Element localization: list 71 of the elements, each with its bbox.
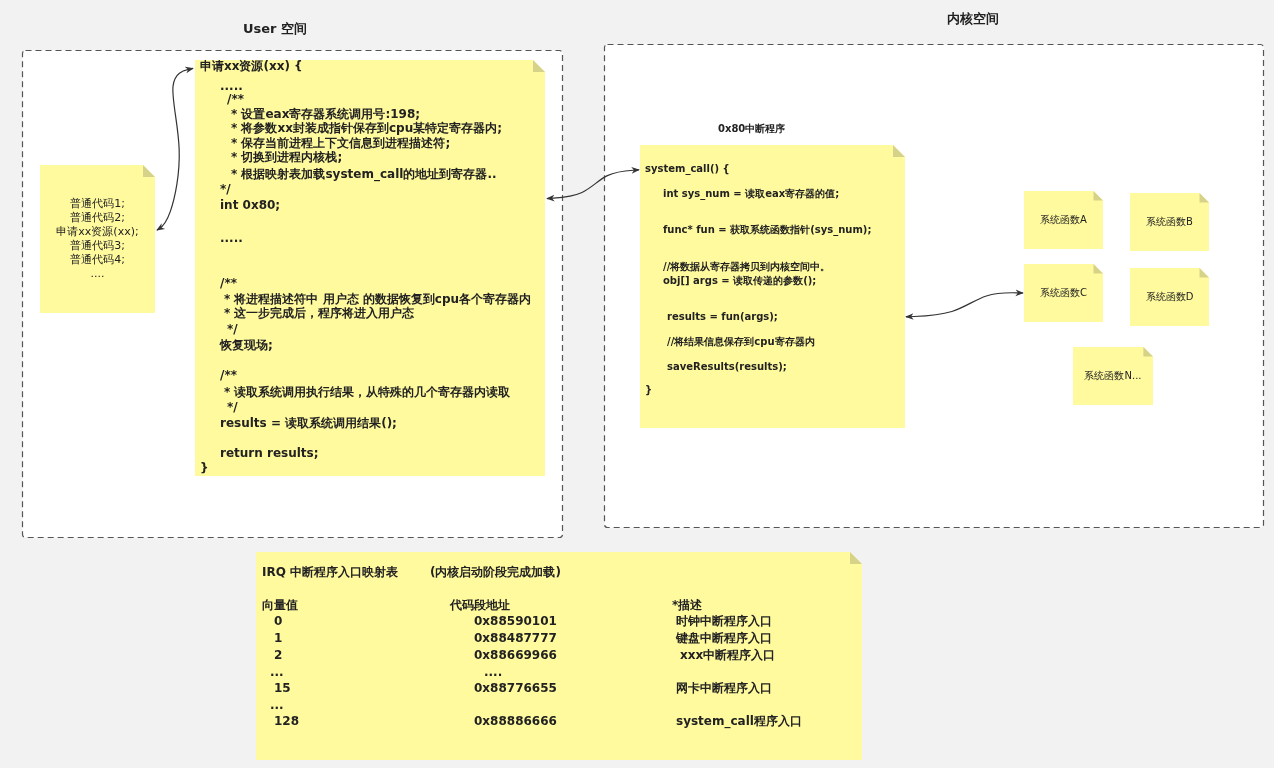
code-line: * 设置eax寄存器系统调用号:198; bbox=[231, 108, 421, 121]
code-line: //将结果信息保存到cpu寄存器内 bbox=[667, 336, 815, 347]
curved-arrow bbox=[156, 66, 194, 231]
code-line: 普通代码4; bbox=[69, 254, 126, 267]
code-line: * 将进程描述符中 用户态 的数据恢复到cpu各个寄存器内 bbox=[224, 293, 532, 306]
table-title: IRQ 中断程序入口映射表 bbox=[262, 566, 399, 580]
note-heading: 0x80中断程序 bbox=[718, 123, 786, 134]
note-text: 系统函数B bbox=[1145, 216, 1194, 227]
code-line: system_call() { bbox=[645, 163, 730, 174]
code-line: return results; bbox=[220, 447, 319, 461]
code-line: saveResults(results); bbox=[667, 361, 787, 372]
code-line: 普通代码2; bbox=[69, 212, 126, 225]
table-cell: 2 bbox=[274, 649, 283, 663]
code-line: 普通代码3; bbox=[69, 240, 126, 253]
table-cell: 网卡中断程序入口 bbox=[676, 682, 772, 696]
code-line: int 0x80; bbox=[220, 199, 281, 213]
table-cell: xxx中断程序入口 bbox=[680, 649, 776, 663]
table-cell: system_call程序入口 bbox=[676, 715, 802, 729]
table-cell: 0x88776655 bbox=[474, 682, 557, 696]
code-line: .... bbox=[89, 268, 106, 281]
table-cell: 0x88886666 bbox=[474, 715, 557, 729]
note-text: 系统函数D bbox=[1144, 291, 1195, 302]
curved-arrow bbox=[546, 167, 640, 202]
code-line: 申请xx资源(xx); bbox=[55, 226, 140, 239]
code-line: } bbox=[645, 384, 653, 395]
table-cell: 0 bbox=[274, 615, 283, 629]
table-cell: .... bbox=[484, 666, 503, 680]
code-line: //将数据从寄存器拷贝到内核空间中。 bbox=[663, 261, 831, 272]
note-text: 系统函数A bbox=[1039, 214, 1088, 225]
region-heading: User 空间 bbox=[243, 22, 308, 37]
code-line: int sys_num = 读取eax寄存器的值; bbox=[663, 188, 840, 199]
table-cell: 0x88590101 bbox=[474, 615, 557, 629]
code-line: */ bbox=[227, 401, 238, 415]
code-line: * 根据映射表加载system_call的地址到寄存器.. bbox=[231, 168, 497, 182]
note-text: 系统函数C bbox=[1039, 287, 1088, 298]
code-line: 普通代码1; bbox=[69, 198, 126, 211]
table-cell: 时钟中断程序入口 bbox=[676, 615, 772, 629]
code-line: /** bbox=[220, 277, 237, 291]
code-line: results = 读取系统调用结果(); bbox=[220, 417, 397, 431]
table-cell: 向量值 bbox=[262, 599, 298, 613]
code-line: results = fun(args); bbox=[667, 311, 778, 322]
table-cell: 1 bbox=[274, 632, 283, 646]
code-line: * 将参数xx封装成指针保存到cpu某特定寄存器内; bbox=[231, 122, 502, 136]
code-line: obj[] args = 读取传递的参数(); bbox=[663, 275, 817, 286]
table-cell: ... bbox=[270, 666, 284, 680]
code-line: } bbox=[200, 462, 209, 476]
code-line: 恢复现场; bbox=[220, 339, 273, 353]
code-line: /** bbox=[220, 369, 237, 383]
code-line: ..... bbox=[220, 232, 243, 246]
code-line: /** bbox=[227, 93, 244, 107]
code-line: */ bbox=[227, 323, 238, 337]
region-heading: 内核空间 bbox=[947, 12, 999, 27]
table-cell: 128 bbox=[274, 715, 300, 729]
code-line: */ bbox=[220, 183, 231, 197]
table-cell: 15 bbox=[274, 682, 291, 696]
code-line: func* fun = 获取系统函数指针(sys_num); bbox=[663, 224, 872, 235]
code-line: 申请xx资源(xx) { bbox=[200, 60, 303, 74]
code-line: ..... bbox=[220, 80, 243, 94]
table-cell: 代码段地址 bbox=[450, 599, 510, 613]
table-cell: ... bbox=[270, 699, 284, 713]
curved-arrow bbox=[905, 289, 1024, 320]
table-cell: 0x88487777 bbox=[474, 632, 557, 646]
code-line: * 保存当前进程上下文信息到进程描述符; bbox=[231, 137, 451, 151]
table-title: (内核启动阶段完成加载) bbox=[430, 566, 561, 580]
table-cell: 0x88669966 bbox=[474, 649, 557, 663]
code-line: * 读取系统调用执行结果，从特殊的几个寄存器内读取 bbox=[224, 386, 511, 400]
code-line: * 这一步完成后，程序将进入用户态 bbox=[224, 307, 415, 321]
note-text: 系统函数N... bbox=[1083, 370, 1143, 381]
table-cell: 键盘中断程序入口 bbox=[676, 632, 772, 646]
table-cell: *描述 bbox=[672, 599, 703, 613]
code-line: * 切换到进程内核栈; bbox=[231, 151, 343, 165]
